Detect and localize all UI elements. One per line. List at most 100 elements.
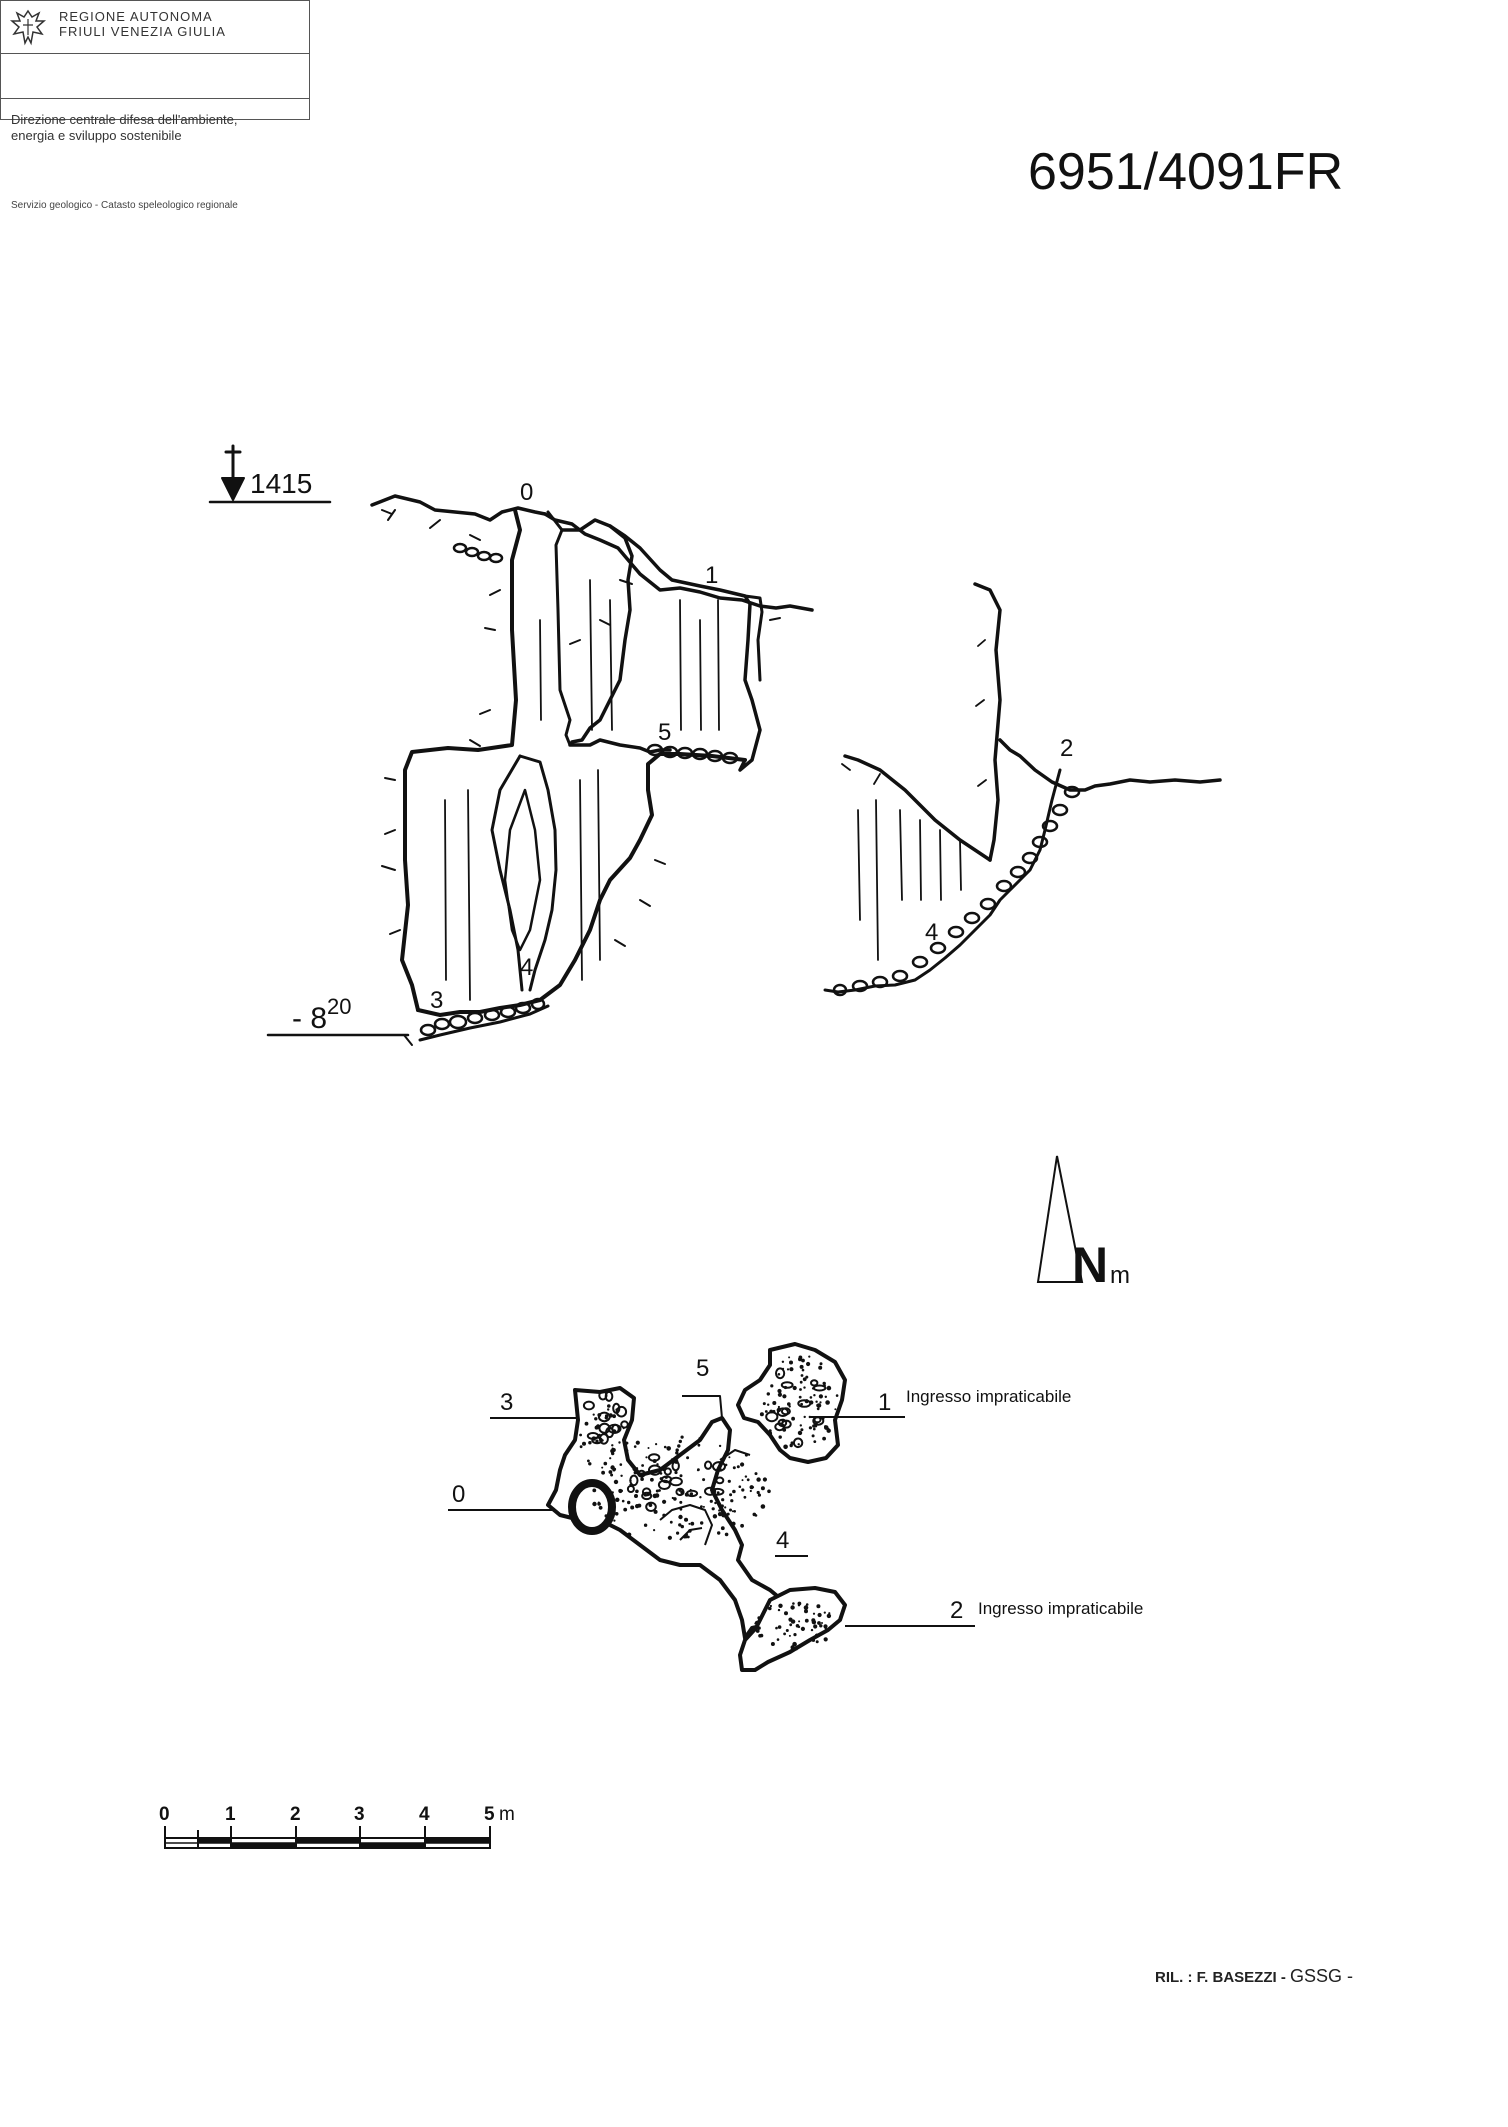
stipple-dot [815,1640,819,1644]
stipple-dot [768,1431,773,1436]
stipple-dot [613,1519,616,1522]
plan-view: 3 0 5 4 1 2 Ingresso impraticabile Ingre… [448,1342,1143,1672]
stipple-dot [800,1428,804,1432]
stipple-dot [825,1629,828,1633]
stipple-dot [789,1623,793,1627]
pebble [591,1436,603,1445]
stipple-dot [768,1606,772,1611]
stipple-dot [793,1633,797,1637]
pebble [712,1461,726,1472]
stipple-dot [826,1613,832,1619]
rubble-chain-right [832,785,1081,997]
stipple-dot [604,1514,608,1518]
stipple-dot [760,1504,766,1509]
stipple-dot [607,1408,610,1411]
stipple-dot [597,1501,600,1504]
stipple-dot [797,1625,801,1629]
stipple-dot [726,1512,730,1516]
plan-pebbles [582,1367,827,1513]
stipple-dot [751,1486,755,1489]
stipple-dot [755,1629,760,1633]
stipple-dot [819,1401,822,1404]
stipple-dot [666,1446,671,1451]
stipple-dot [643,1523,648,1527]
group-credit: GSSG - [1290,1966,1354,1986]
pebble [598,1433,609,1445]
pebble [810,1379,819,1387]
pebble [620,1420,629,1429]
stipple-dot [788,1405,791,1408]
stipple-dot [623,1507,628,1512]
stipple-dot [689,1492,694,1496]
stipple-dot [592,1501,597,1507]
stipple-dot [732,1466,736,1470]
header-box: Regione Autonoma Friuli Venezia Giulia D… [0,0,310,211]
scale-tick-3: 3 [354,1804,365,1825]
eagle-logo-icon [9,9,47,46]
pebble [780,1407,791,1416]
stipple-dot [811,1638,816,1642]
stipple-dot [697,1443,701,1447]
north-suffix: m [1110,1262,1130,1289]
stipple-dot [776,1638,780,1641]
pebble [765,1411,779,1423]
stipple-dot [788,1634,791,1637]
scale-tick-1: 1 [225,1804,236,1825]
stipple-dot [674,1470,678,1475]
section-station-4-right: 4 [925,919,938,946]
stipple-dot [759,1412,764,1417]
stipple-dot [718,1444,722,1448]
pebble [582,1400,595,1411]
stipple-dot [676,1531,680,1535]
rubble-chain-bottom [418,997,550,1042]
stipple-dot [756,1477,761,1482]
pebble [615,1405,628,1418]
stipple-dot [801,1358,805,1363]
stipple-dot [808,1426,813,1430]
depth-marker [266,1033,413,1046]
direction-line-2: energia e sviluppo sostenibile [11,128,182,143]
wall-texture [444,579,720,1001]
section-station-5: 5 [658,719,671,746]
stipple-dot [815,1400,818,1403]
pebble [710,1487,725,1496]
stipple-dot [679,1500,683,1504]
depth-label: - 820 [292,994,352,1035]
stipple-dot [813,1624,818,1629]
stipple-dot [746,1478,750,1482]
stipple-dot [709,1499,713,1503]
stipple-dot [611,1444,614,1447]
stipple-dot [680,1524,684,1529]
stipple-dot [813,1440,817,1443]
stipple-dot [757,1493,762,1497]
stipple-dot [674,1455,679,1461]
stipple-dot [757,1616,761,1620]
plan-contours [659,1449,751,1546]
stipple-dot [826,1428,831,1433]
stipple-dot [615,1497,620,1503]
scale-tick-5: 5 [484,1804,495,1825]
stipple-dot [582,1441,586,1446]
pebble [641,1487,652,1497]
stipple-dot [749,1489,752,1493]
plan-station-1: 1 [878,1389,891,1416]
stipple-dot [825,1400,830,1405]
stipple-dot [718,1509,721,1512]
stipple-dot [594,1417,598,1421]
stipple-dot [784,1611,788,1616]
pebble [598,1390,608,1401]
stipple-dot [671,1458,673,1461]
pebble [704,1486,717,1496]
pebble [626,1485,635,1493]
stipple-dot [686,1535,690,1539]
stipple-dot [667,1535,673,1540]
region-line-1: Regione Autonoma [59,9,213,24]
stipple-dot [635,1504,640,1509]
stipple-dot [803,1415,806,1419]
stipple-dot [627,1532,632,1537]
stipple-dot [813,1394,816,1397]
stipple-dot [804,1618,809,1623]
stipple-dot [712,1514,718,1519]
stipple-dot [762,1477,768,1482]
